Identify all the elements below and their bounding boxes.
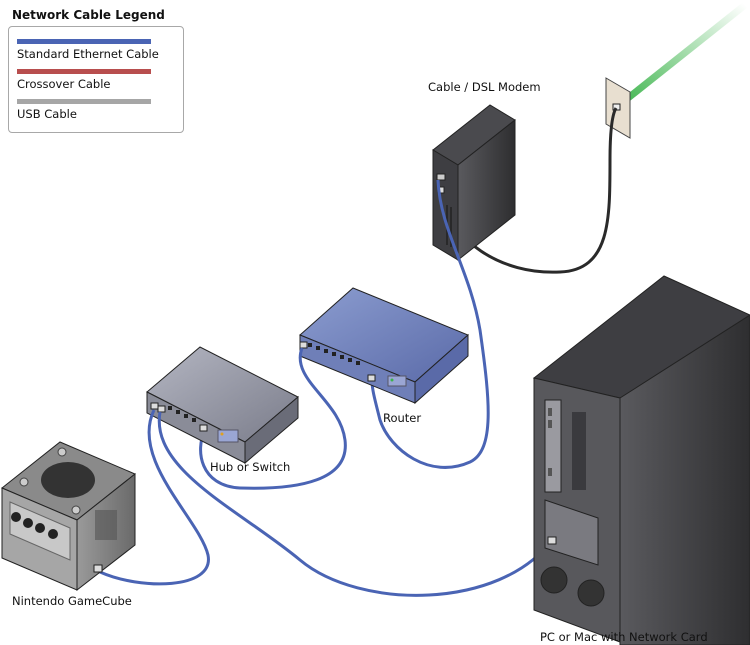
internet-connection bbox=[615, 2, 748, 109]
ethernet-cable-hub-gamecube bbox=[99, 409, 210, 586]
router-label: Router bbox=[383, 411, 422, 425]
ethernet-cable-modem-router bbox=[370, 179, 490, 469]
modem-label: Cable / DSL Modem bbox=[428, 80, 541, 94]
legend-label-ethernet: Standard Ethernet Cable bbox=[17, 47, 159, 61]
gamecube-label: Nintendo GameCube bbox=[12, 594, 132, 608]
usb-swatch bbox=[17, 99, 151, 104]
legend-label-usb: USB Cable bbox=[17, 107, 77, 121]
hub-device bbox=[146, 346, 299, 465]
router-device bbox=[299, 287, 469, 405]
pc-device bbox=[532, 275, 750, 645]
hub-label: Hub or Switch bbox=[210, 460, 291, 474]
ethernet-cable-router-hub bbox=[199, 347, 347, 490]
ethernet-cable-hub-pc bbox=[157, 411, 554, 597]
legend-label-crossover: Crossover Cable bbox=[17, 77, 111, 91]
wall-jack bbox=[605, 77, 631, 139]
cable-legend: Standard Ethernet Cable Crossover Cable … bbox=[8, 26, 184, 133]
pc-label: PC or Mac with Network Card bbox=[540, 630, 708, 644]
ethernet-swatch bbox=[17, 39, 151, 44]
gamecube-device bbox=[1, 441, 136, 592]
legend-title: Network Cable Legend bbox=[12, 8, 165, 22]
crossover-swatch bbox=[17, 69, 151, 74]
modem-device bbox=[432, 104, 516, 262]
